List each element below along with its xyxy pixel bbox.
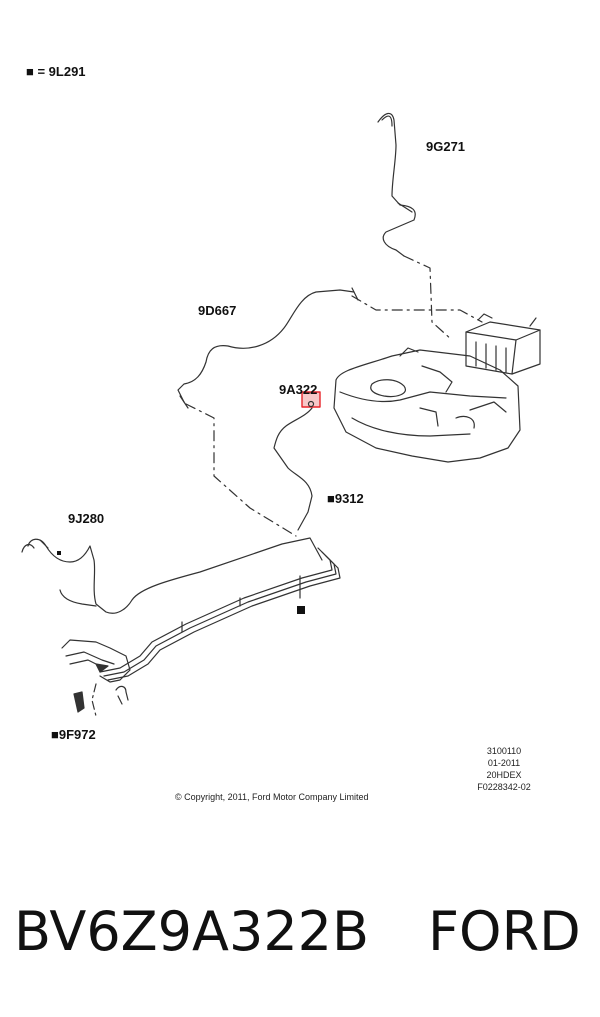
meta-line: 3100110 <box>486 746 522 756</box>
fuel-tank <box>333 349 521 463</box>
meta-line: 20HDEX <box>486 770 522 780</box>
line-9g271 <box>377 112 416 257</box>
label-9a322: 9A322 <box>279 382 318 397</box>
part-number: BV6Z9A322B <box>14 900 370 963</box>
label-9j280: 9J280 <box>68 511 105 526</box>
marker-9312 <box>297 606 305 614</box>
diagram-drawing <box>21 112 541 717</box>
label-9g271: 9G271 <box>426 139 466 154</box>
leader-9g271-tank <box>403 255 453 341</box>
fuel-system-diagram: ■ = 9L291 9G271 9D667 9A322 ■9312 9J280 … <box>21 64 541 802</box>
meta-line: 01-2011 <box>487 758 521 768</box>
legend-9l291: ■ = 9L291 <box>26 64 86 79</box>
brand-name: FORD <box>428 900 581 963</box>
label-9f972: ■9F972 <box>51 727 96 742</box>
front-clip-assembly <box>61 639 131 683</box>
meta-line: F0228342-02 <box>477 782 531 792</box>
line-bundle-1 <box>59 589 97 607</box>
evap-canister <box>465 321 541 375</box>
line-9d667 <box>177 289 355 403</box>
label-9312: ■9312 <box>327 491 364 506</box>
line-9a322 <box>273 407 313 531</box>
drawing-meta: 3100110 01-2011 20HDEX F0228342-02 <box>472 745 536 793</box>
label-9d667: 9D667 <box>198 303 237 318</box>
copyright-text: © Copyright, 2011, Ford Motor Company Li… <box>175 792 369 802</box>
